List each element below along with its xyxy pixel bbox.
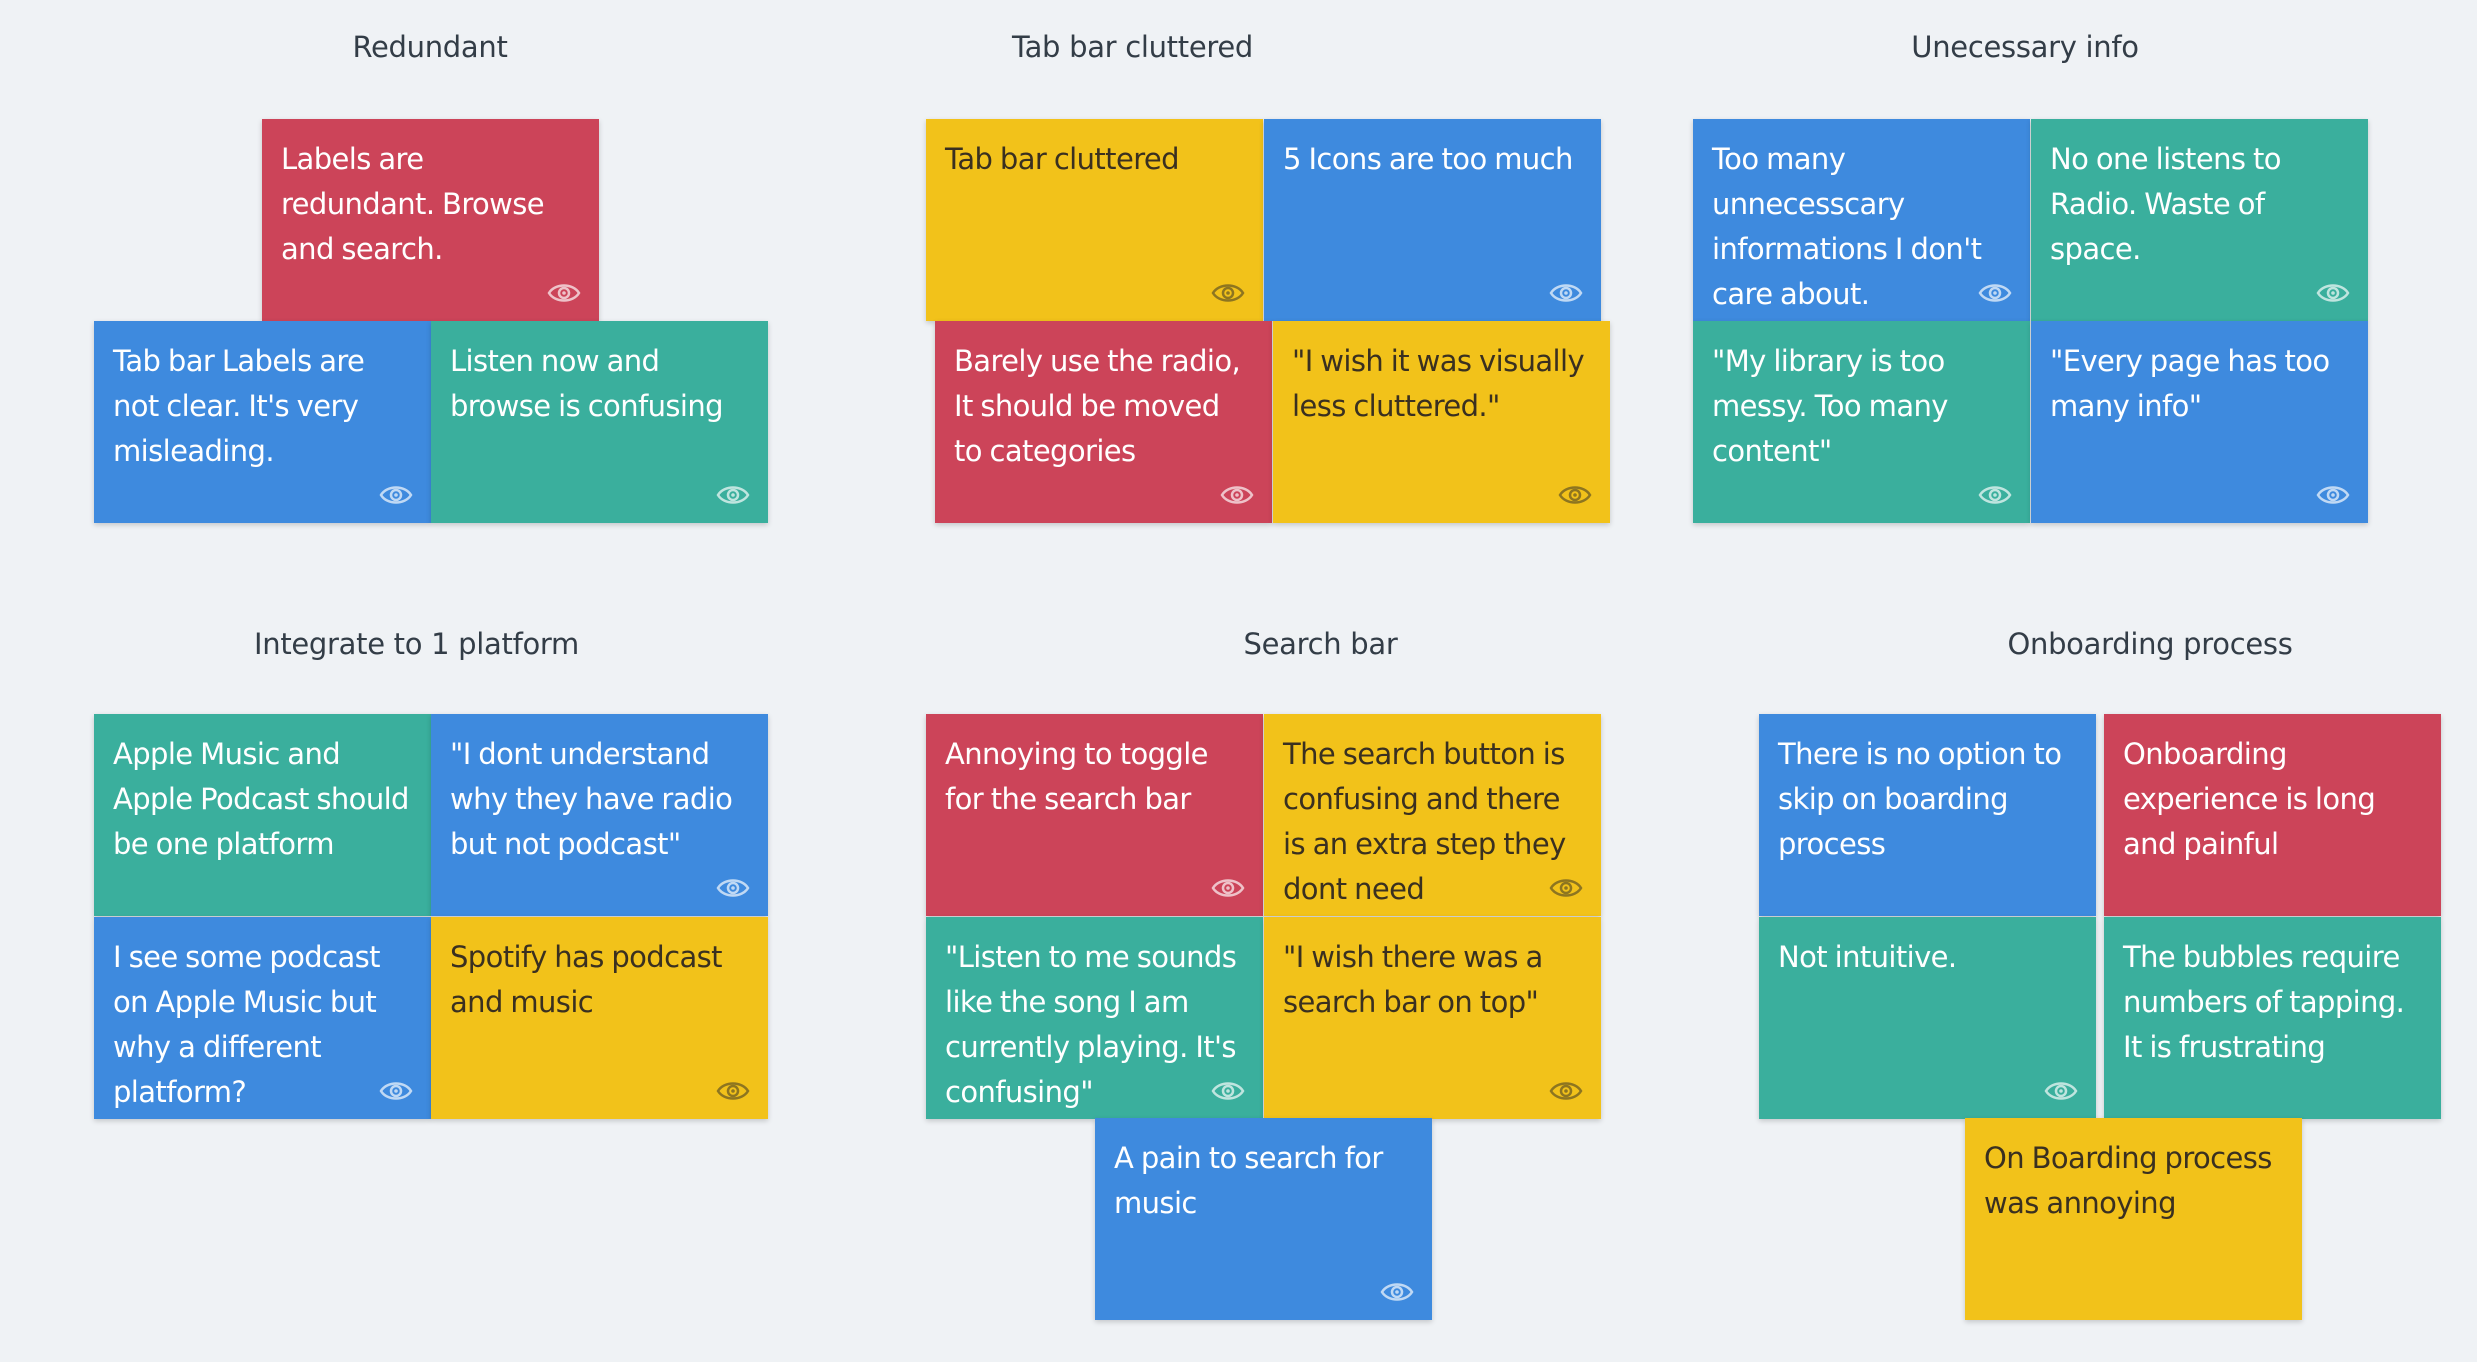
cluster-title: Tab bar cluttered bbox=[1011, 30, 1254, 64]
sticky-note-text: 5 Icons are too much bbox=[1283, 142, 1573, 176]
eye-icon[interactable] bbox=[716, 483, 750, 507]
sticky-note[interactable]: "I wish there was a search bar on top" bbox=[1264, 917, 1601, 1119]
eye-icon[interactable] bbox=[1978, 281, 2012, 305]
cluster-title: Unecessary info bbox=[1911, 30, 2139, 64]
sticky-note-text: "I wish there was a search bar on top" bbox=[1283, 940, 1543, 1019]
cluster-title: Integrate to 1 platform bbox=[253, 627, 579, 661]
sticky-note[interactable]: A pain to search for music bbox=[1095, 1118, 1432, 1320]
sticky-note-text: Apple Music and Apple Podcast should be … bbox=[113, 737, 409, 861]
cluster-title: Search bar bbox=[1243, 627, 1398, 661]
sticky-note-text: "My library is too messy. Too many conte… bbox=[1712, 344, 1948, 468]
sticky-note-text: A pain to search for music bbox=[1114, 1141, 1383, 1220]
sticky-note[interactable]: On Boarding process was annoying bbox=[1965, 1118, 2302, 1320]
sticky-note[interactable]: Apple Music and Apple Podcast should be … bbox=[94, 714, 431, 916]
cluster-redundant: Redundant bbox=[0, 30, 860, 530]
sticky-note[interactable]: "Every page has too many info" bbox=[2031, 321, 2368, 523]
sticky-note[interactable]: Barely use the radio, It should be moved… bbox=[935, 321, 1272, 523]
sticky-note[interactable]: Listen now and browse is confusing bbox=[431, 321, 768, 523]
eye-icon[interactable] bbox=[2316, 483, 2350, 507]
sticky-note-text: Barely use the radio, It should be moved… bbox=[954, 344, 1241, 468]
cluster-tab-bar-cluttered: Tab bar cluttered bbox=[855, 30, 1410, 530]
sticky-note[interactable]: "My library is too messy. Too many conte… bbox=[1693, 321, 2030, 523]
cluster-onboarding-process: Onboarding process bbox=[1805, 627, 2477, 1127]
sticky-note-text: Annoying to toggle for the search bar bbox=[945, 737, 1209, 816]
sticky-note[interactable]: Annoying to toggle for the search bar bbox=[926, 714, 1263, 916]
sticky-note[interactable]: No one listens to Radio. Waste of space. bbox=[2031, 119, 2368, 321]
eye-icon[interactable] bbox=[2044, 1079, 2078, 1103]
sticky-note[interactable]: 5 Icons are too much bbox=[1264, 119, 1601, 321]
sticky-note[interactable]: "Listen to me sounds like the song I am … bbox=[926, 917, 1263, 1119]
sticky-note-text: Too many unnecesscary informations I don… bbox=[1712, 142, 1982, 311]
cluster-search-bar: Search bar bbox=[1048, 627, 1593, 1127]
sticky-note[interactable]: I see some podcast on Apple Music but wh… bbox=[94, 917, 431, 1119]
eye-icon[interactable] bbox=[1211, 876, 1245, 900]
eye-icon[interactable] bbox=[1549, 281, 1583, 305]
sticky-note-text: Not intuitive. bbox=[1778, 940, 1957, 974]
eye-icon[interactable] bbox=[1978, 483, 2012, 507]
eye-icon[interactable] bbox=[1211, 281, 1245, 305]
sticky-note[interactable]: The search button is confusing and there… bbox=[1264, 714, 1601, 916]
sticky-note-text: No one listens to Radio. Waste of space. bbox=[2050, 142, 2282, 266]
sticky-note-text: I see some podcast on Apple Music but wh… bbox=[113, 940, 381, 1109]
sticky-note[interactable]: There is no option to skip on boarding p… bbox=[1759, 714, 2096, 916]
sticky-note[interactable]: Not intuitive. bbox=[1759, 917, 2096, 1119]
sticky-note[interactable]: Labels are redundant. Browse and search. bbox=[262, 119, 599, 321]
cluster-integrate-platform: Integrate to 1 platform bbox=[0, 627, 833, 1127]
sticky-note-text: Listen now and browse is confusing bbox=[450, 344, 724, 423]
sticky-note[interactable]: Onboarding experience is long and painfu… bbox=[2104, 714, 2441, 916]
eye-icon[interactable] bbox=[547, 281, 581, 305]
eye-icon[interactable] bbox=[379, 483, 413, 507]
eye-icon[interactable] bbox=[2316, 281, 2350, 305]
sticky-note-text: Labels are redundant. Browse and search. bbox=[281, 142, 545, 266]
eye-icon[interactable] bbox=[716, 876, 750, 900]
cluster-title: Redundant bbox=[352, 30, 508, 64]
sticky-note-text: Tab bar Labels are not clear. It's very … bbox=[113, 344, 365, 468]
sticky-note[interactable]: The bubbles require numbers of tapping. … bbox=[2104, 917, 2441, 1119]
sticky-note-text: "I dont understand why they have radio b… bbox=[450, 737, 733, 861]
eye-icon[interactable] bbox=[1380, 1280, 1414, 1304]
cluster-title: Onboarding process bbox=[2007, 627, 2293, 661]
sticky-note-text: "I wish it was visually less cluttered." bbox=[1292, 344, 1585, 423]
sticky-note-text: Onboarding experience is long and painfu… bbox=[2123, 737, 2376, 861]
sticky-note[interactable]: Spotify has podcast and music bbox=[431, 917, 768, 1119]
eye-icon[interactable] bbox=[1558, 483, 1592, 507]
eye-icon[interactable] bbox=[379, 1079, 413, 1103]
eye-icon[interactable] bbox=[1549, 876, 1583, 900]
eye-icon[interactable] bbox=[1220, 483, 1254, 507]
eye-icon[interactable] bbox=[1549, 1079, 1583, 1103]
sticky-note-text: There is no option to skip on boarding p… bbox=[1778, 737, 2062, 861]
sticky-note-text: The bubbles require numbers of tapping. … bbox=[2123, 940, 2405, 1064]
eye-icon[interactable] bbox=[716, 1079, 750, 1103]
sticky-note-text: On Boarding process was annoying bbox=[1984, 1141, 2272, 1220]
sticky-note[interactable]: "I wish it was visually less cluttered." bbox=[1273, 321, 1610, 523]
sticky-note-text: The search button is confusing and there… bbox=[1283, 737, 1566, 906]
sticky-note-text: "Listen to me sounds like the song I am … bbox=[945, 940, 1237, 1109]
sticky-note-text: "Every page has too many info" bbox=[2050, 344, 2330, 423]
sticky-note-text: Tab bar cluttered bbox=[945, 142, 1180, 176]
sticky-note[interactable]: Too many unnecesscary informations I don… bbox=[1693, 119, 2030, 321]
eye-icon[interactable] bbox=[1211, 1079, 1245, 1103]
sticky-note[interactable]: Tab bar Labels are not clear. It's very … bbox=[94, 321, 431, 523]
sticky-note[interactable]: Tab bar cluttered bbox=[926, 119, 1263, 321]
sticky-note-text: Spotify has podcast and music bbox=[450, 940, 723, 1019]
cluster-unnecessary-info: Unecessary info bbox=[1625, 30, 2425, 530]
sticky-note[interactable]: "I dont understand why they have radio b… bbox=[431, 714, 768, 916]
